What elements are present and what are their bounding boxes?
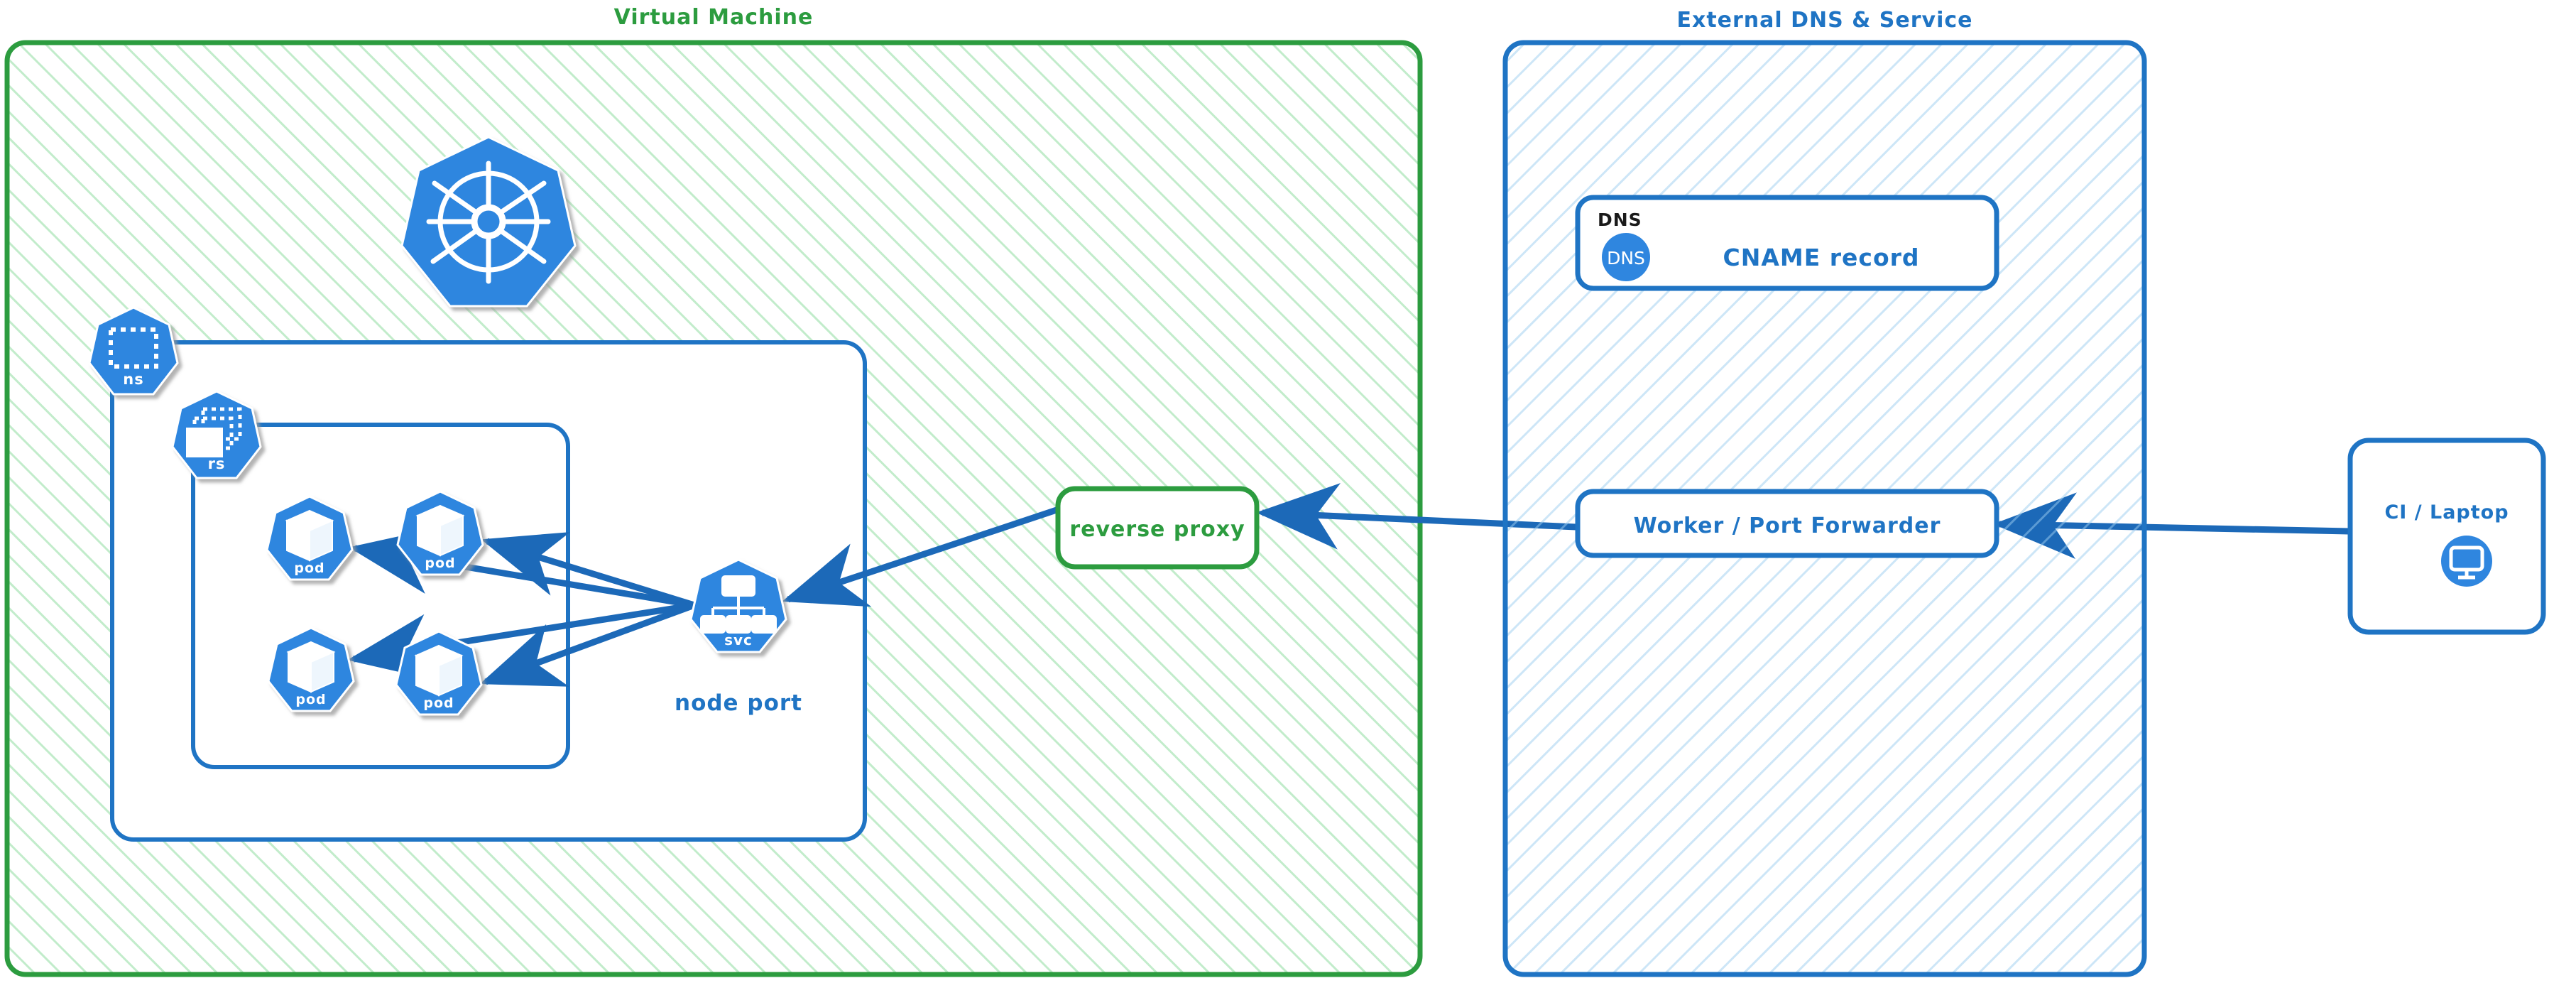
service-badge-label: svc — [724, 631, 753, 648]
pod-label: pod — [295, 692, 326, 707]
service-nodeport[interactable]: svc — [689, 558, 787, 653]
pod-label: pod — [425, 555, 455, 571]
worker-port-forwarder-label: Worker / Port Forwarder — [1634, 514, 1941, 538]
ci-laptop-card[interactable]: CI / Laptop — [2347, 438, 2546, 635]
dns-icon — [1602, 233, 1650, 281]
ci-laptop-label: CI / Laptop — [2384, 501, 2509, 523]
worker-card-box — [1575, 489, 1999, 558]
ci-laptop-box — [2347, 438, 2546, 635]
pod-2[interactable]: pod — [396, 490, 484, 576]
dns-card-badge: DNS — [1598, 210, 1642, 230]
external-dns-service-title: External DNS & Service — [1676, 8, 1972, 33]
reverse-proxy-label: reverse proxy — [1069, 517, 1245, 542]
pod-label: pod — [294, 560, 324, 576]
pod-label: pod — [423, 695, 454, 711]
pod-4[interactable]: pod — [395, 630, 483, 716]
pod-1[interactable]: pod — [266, 495, 354, 581]
reverse-proxy-node[interactable]: reverse proxy — [1055, 486, 1260, 570]
arrow-svc-to-pod-4 — [479, 602, 696, 687]
replicaset-badge-label: rs — [208, 455, 226, 472]
node-port-caption: node port — [675, 690, 802, 716]
reverse-proxy-box — [1055, 486, 1260, 570]
dns-card[interactable]: DNS DNS CNAME record — [1575, 195, 1999, 291]
worker-port-forwarder-card[interactable]: Worker / Port Forwarder — [1575, 489, 1999, 558]
dns-card-box — [1575, 195, 1999, 291]
arrow-svc-to-pod-2 — [481, 532, 696, 609]
pod-3[interactable]: pod — [267, 626, 355, 712]
namespace-badge-label: ns — [123, 371, 143, 388]
replicaset-badge[interactable]: rs — [171, 390, 262, 479]
arrow-reverse-proxy-to-svc — [782, 506, 1058, 607]
kubernetes-logo — [400, 136, 577, 308]
dns-icon-label: DNS — [1607, 248, 1645, 268]
monitor-icon — [2441, 536, 2492, 587]
namespace-badge[interactable]: ns — [88, 306, 179, 396]
replicaset-boundary[interactable] — [191, 423, 570, 769]
cname-record-label: CNAME record — [1723, 244, 1919, 271]
virtual-machine-title: Virtual Machine — [614, 5, 814, 30]
